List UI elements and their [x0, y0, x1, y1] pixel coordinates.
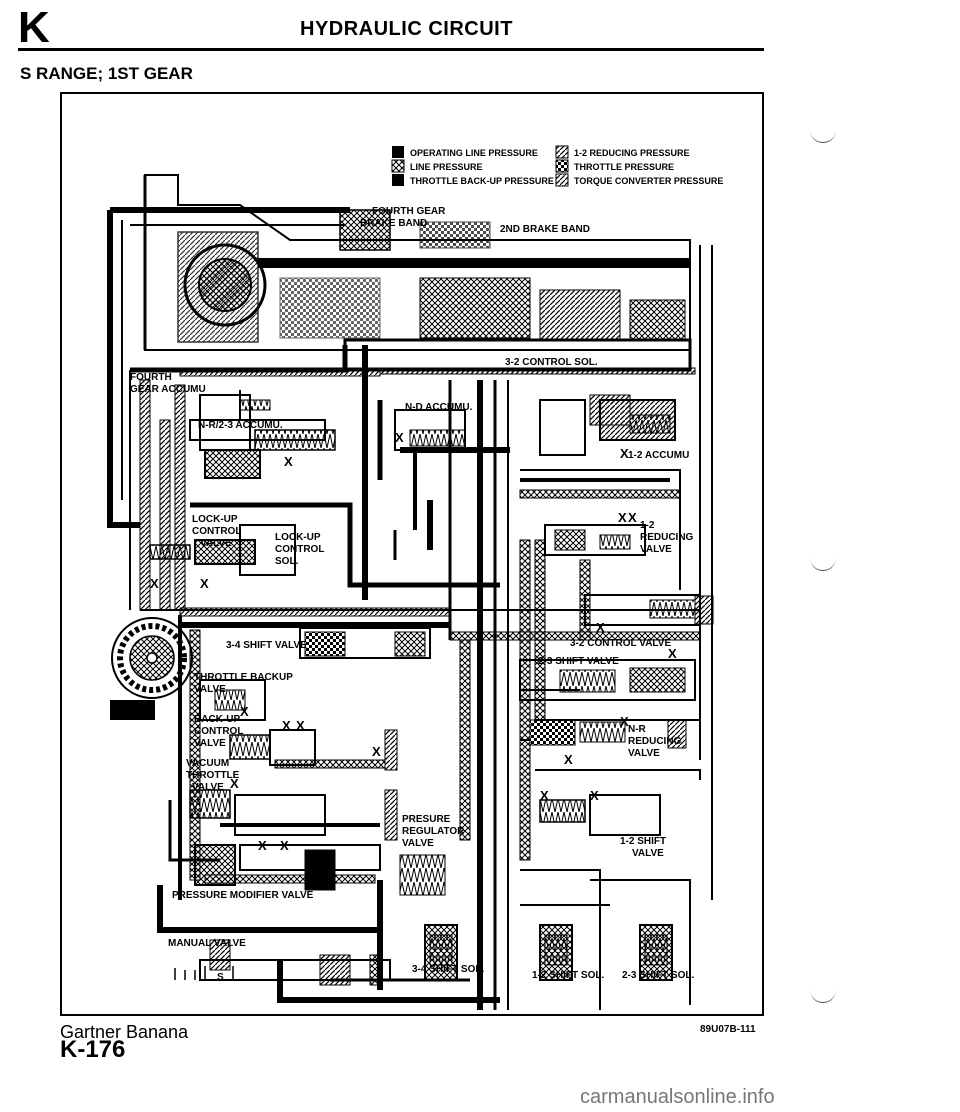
label-12-shift-valve: VALVE: [632, 848, 664, 859]
label-lockup-control-sol: SOL.: [275, 556, 299, 567]
callout-labels: FOURTH GEAR BRAKE BAND 2ND BRAKE BAND 3-…: [130, 206, 694, 983]
label-lockup-control-valve: VALVE: [200, 538, 232, 549]
label-backup-control-valve: BACK-UP: [194, 714, 240, 725]
section-heading: S RANGE; 1ST GEAR: [20, 64, 193, 83]
exhaust-mark: X: [590, 788, 599, 803]
exhaust-mark: X: [282, 718, 291, 733]
exhaust-mark: X: [230, 776, 239, 791]
label-12-reducing-valve: 1-2: [640, 520, 655, 531]
header-rule: [18, 48, 764, 51]
label-12-accumu: 1-2 ACCUMU: [628, 450, 689, 461]
legend-swatch-12-reducing: [555, 145, 569, 159]
legend-label: THROTTLE BACK-UP PRESSURE: [410, 176, 554, 186]
exhaust-mark: X: [200, 576, 209, 591]
diagram-frame: [60, 92, 764, 1016]
label-fourth-gear-accum: GEAR ACCUMU: [130, 384, 206, 395]
label-nr23-accum: N-R/2-3 ACCUMU.: [198, 420, 283, 431]
legend-label: 1-2 REDUCING PRESSURE: [574, 148, 690, 158]
page-title: HYDRAULIC CIRCUIT: [300, 18, 513, 40]
exhaust-mark: X: [296, 718, 305, 733]
legend-label: OPERATING LINE PRESSURE: [410, 148, 538, 158]
legend-label: LINE PRESSURE: [410, 162, 483, 172]
label-12-reducing-valve: VALVE: [640, 544, 672, 555]
page-section-letter: K: [18, 3, 50, 52]
exhaust-mark: X: [284, 454, 293, 469]
legend-swatch-throttle-backup: [392, 174, 404, 186]
label-23-shift-sol: 2-3 SHIFT SOL.: [622, 970, 694, 981]
legend-swatch-torque-converter: [555, 173, 569, 187]
exhaust-mark: X: [240, 704, 249, 719]
label-pressure-regulator-valve: REGULATOR: [402, 826, 465, 837]
figure-code: 89U07B-111: [700, 1024, 756, 1035]
exhaust-mark: X: [395, 430, 404, 445]
label-nr-reducing-valve: REDUCING: [628, 736, 682, 747]
label-fourth-gear-brake-band: BRAKE BAND: [360, 218, 427, 229]
exhaust-mark: X: [618, 510, 627, 525]
legend-swatch-throttle: [555, 159, 569, 173]
exhaust-mark: X: [540, 788, 549, 803]
label-throttle-backup-valve: THROTTLE BACKUP: [194, 672, 293, 683]
exhaust-mark: X: [280, 838, 289, 853]
exhaust-mark: X: [372, 744, 381, 759]
label-nr-reducing-valve: N-R: [628, 724, 647, 735]
label-12-shift-sol: 1-2 SHIFT SOL.: [532, 970, 604, 981]
label-pressure-modifier-valve: PRESSURE MODIFIER VALVE: [172, 890, 314, 901]
label-nd-accum: N-D ACCUMU.: [405, 402, 473, 413]
legend: OPERATING LINE PRESSURE LINE PRESSURE TH…: [391, 145, 723, 187]
legend-label: TORQUE CONVERTER PRESSURE: [574, 176, 723, 186]
exhaust-mark: X: [668, 646, 677, 661]
footer-source: Gartner Banana: [60, 1022, 189, 1042]
label-12-shift-valve: 1-2 SHIFT: [620, 836, 666, 847]
page-number: K-176: [60, 1036, 126, 1063]
legend-swatch-operating-line: [392, 146, 404, 158]
label-pressure-regulator-valve: VALVE: [402, 838, 434, 849]
label-vacuum-throttle-valve: VALVE: [192, 782, 224, 793]
oil-pump-gear: [110, 617, 193, 720]
legend-label: THROTTLE PRESSURE: [574, 162, 674, 172]
exhaust-mark: X: [620, 714, 629, 729]
label-23-shift-valve: 2-3 SHIFT VALVE: [538, 656, 619, 667]
label-manual-position: S: [217, 972, 224, 983]
label-fourth-gear-accum: FOURTH: [130, 372, 172, 383]
label-lockup-control-valve: CONTROL: [192, 526, 241, 537]
transmission-body: [143, 174, 692, 372]
label-lockup-control-sol: CONTROL: [275, 544, 324, 555]
valve-components: [149, 394, 714, 986]
label-34-shift-valve: 3-4 SHIFT VALVE: [226, 640, 307, 651]
label-fourth-gear-brake-band: FOURTH GEAR: [372, 206, 446, 217]
margin-mark: [810, 556, 836, 571]
label-vacuum-throttle-valve: THROTTLE: [186, 770, 240, 781]
exhaust-mark: X: [596, 620, 605, 635]
label-32-control-valve: 3-2 CONTROL VALVE: [570, 638, 671, 649]
margin-mark: [810, 128, 836, 143]
label-manual-valve: MANUAL VALVE: [168, 938, 246, 949]
margin-mark: [810, 988, 836, 1003]
exhaust-mark: X: [258, 838, 267, 853]
solenoids: [424, 924, 673, 981]
exhaust-marks: X X X X X X X X X X X X X X X X X X X X: [150, 430, 677, 853]
label-12-reducing-valve: REDUCING: [640, 532, 694, 543]
label-throttle-backup-valve: VALVE: [194, 684, 226, 695]
label-pressure-regulator-valve: PRESURE: [402, 814, 451, 825]
label-vacuum-throttle-valve: VACUUM: [186, 758, 229, 769]
label-backup-control-valve: CONTROL: [194, 726, 243, 737]
label-32-control-sol: 3-2 CONTROL SOL.: [505, 357, 598, 368]
exhaust-mark: X: [564, 752, 573, 767]
label-backup-control-valve: VALVE: [194, 738, 226, 749]
exhaust-mark: X: [620, 446, 629, 461]
exhaust-mark: X: [150, 576, 159, 591]
watermark: carmanualsonline.info: [580, 1086, 775, 1108]
manual-valve-detents: [174, 966, 234, 980]
label-lockup-control-sol: LOCK-UP: [275, 532, 321, 543]
label-nr-reducing-valve: VALVE: [628, 748, 660, 759]
label-34-shift-sol: 3-4 SHIFT SOL.: [412, 964, 484, 975]
label-lockup-control-valve: LOCK-UP: [192, 514, 238, 525]
legend-swatch-line: [391, 159, 405, 173]
label-second-brake-band: 2ND BRAKE BAND: [500, 224, 590, 235]
exhaust-mark: X: [628, 510, 637, 525]
